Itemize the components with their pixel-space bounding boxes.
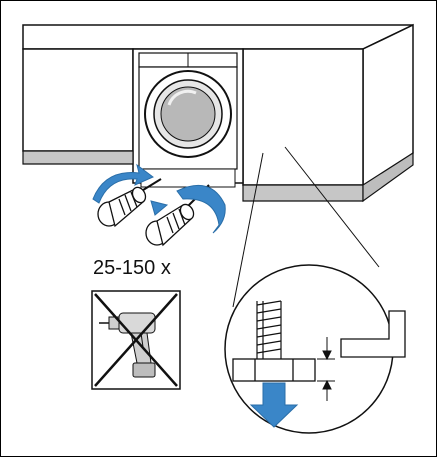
threaded-bolt xyxy=(256,300,282,359)
magnifier-circle-icon xyxy=(224,264,406,434)
adjustable-foot-right xyxy=(145,184,226,247)
foot-base xyxy=(232,358,316,382)
washing-machine xyxy=(138,52,238,188)
drum-glass xyxy=(160,86,216,142)
plinth-side xyxy=(362,151,414,203)
rotate-arrow-icon xyxy=(150,184,226,234)
allen-key-icon xyxy=(340,310,406,358)
plinth-left xyxy=(22,150,134,165)
adjustable-foot-icon xyxy=(97,186,147,228)
no-power-drill-icon xyxy=(91,290,181,390)
down-arrow-icon xyxy=(249,382,299,428)
magnifier-lines xyxy=(232,146,380,308)
adjustable-foot-icon xyxy=(145,203,195,247)
left-cabinet xyxy=(22,48,134,152)
plinth-right xyxy=(242,184,364,202)
quantity-label: 25-150 x xyxy=(93,257,171,279)
machine-base xyxy=(140,168,236,188)
adjustable-foot-left xyxy=(92,163,162,228)
worktop xyxy=(22,24,414,50)
height-dimension xyxy=(317,337,335,401)
cross-line-2 xyxy=(94,293,178,387)
rotate-arrow-icon xyxy=(92,163,154,204)
plinths xyxy=(22,150,414,203)
